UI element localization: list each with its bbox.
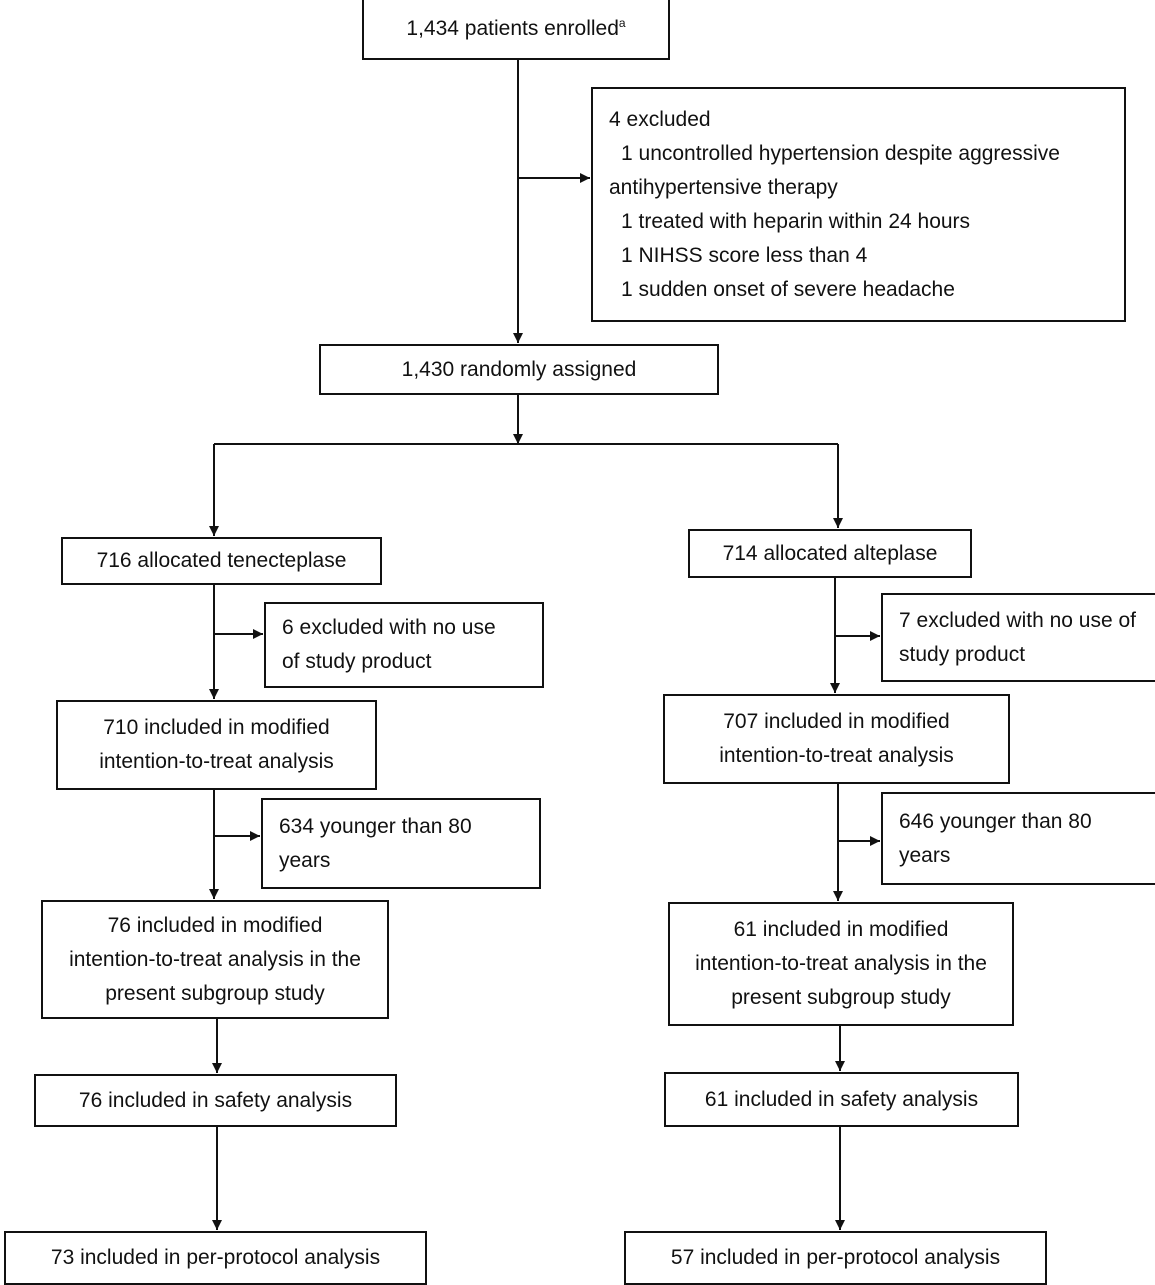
alteplase-mitt-line: intention-to-treat analysis: [719, 744, 954, 767]
tenecteplase-subgroup-box: 76 included in modified intention-to-tre…: [41, 900, 389, 1019]
alteplase-subgroup-line: present subgroup study: [731, 986, 951, 1009]
exclusion-reason: 1 uncontrolled hypertension despite aggr…: [621, 141, 1060, 165]
alteplase-subgroup-line: 61 included in modified: [733, 918, 949, 941]
tenecteplase-mitt-line: intention-to-treat analysis: [99, 750, 334, 773]
exclusion-reason: 1 sudden onset of severe headache: [621, 277, 955, 301]
alteplase-younger-box: 646 younger than 80 years: [881, 792, 1155, 885]
alteplase-per-protocol-box: 57 included in per-protocol analysis: [624, 1231, 1047, 1285]
alteplase-excluded-line: 7 excluded with no use of: [899, 608, 1136, 632]
tenecteplase-excluded-line: 6 excluded with no use: [282, 616, 496, 639]
exclusion-reason: 1 NIHSS score less than 4: [621, 243, 868, 267]
tenecteplase-allocated-label: 716 allocated tenecteplase: [96, 549, 347, 572]
alteplase-allocated-label: 714 allocated alteplase: [722, 541, 938, 565]
exclusion-reason: 1 treated with heparin within 24 hours: [621, 209, 971, 233]
enrolled-box: 1,434 patients enrolleda: [362, 0, 670, 60]
initial-exclusion-box: 4 excluded 1 uncontrolled hypertension d…: [591, 87, 1126, 322]
alteplase-younger-line: years: [899, 843, 951, 867]
enrolled-footnote-marker: a: [618, 16, 626, 30]
alteplase-excluded-line: study product: [899, 642, 1026, 666]
alteplase-excluded-box: 7 excluded with no use of study product: [881, 593, 1155, 682]
tenecteplase-excluded-line: of study product: [282, 650, 432, 673]
tenecteplase-per-protocol-box: 73 included in per-protocol analysis: [4, 1231, 427, 1285]
tenecteplase-safety-box: 76 included in safety analysis: [34, 1074, 397, 1127]
tenecteplase-safety-label: 76 included in safety analysis: [78, 1088, 353, 1112]
tenecteplase-per-protocol-label: 73 included in per-protocol analysis: [50, 1246, 381, 1269]
tenecteplase-excluded-box: 6 excluded with no use of study product: [264, 602, 544, 688]
tenecteplase-subgroup-line: 76 included in modified: [107, 913, 323, 937]
tenecteplase-younger-line: years: [279, 848, 331, 872]
tenecteplase-subgroup-line: present subgroup study: [105, 981, 325, 1005]
alteplase-younger-line: 646 younger than 80: [899, 809, 1092, 833]
alteplase-mitt-box: 707 included in modified intention-to-tr…: [663, 694, 1010, 784]
tenecteplase-subgroup-line: intention-to-treat analysis in the: [69, 947, 361, 971]
alteplase-allocated-box: 714 allocated alteplase: [688, 529, 972, 578]
tenecteplase-younger-box: 634 younger than 80 years: [261, 798, 541, 889]
alteplase-mitt-line: 707 included in modified: [723, 710, 950, 733]
exclusion-reason-continued: antihypertensive therapy: [609, 175, 838, 199]
alteplase-safety-label: 61 included in safety analysis: [704, 1087, 979, 1111]
enrolled-label: 1,434 patients enrolleda: [406, 12, 625, 46]
enrolled-text: 1,434 patients enrolled: [406, 17, 619, 40]
tenecteplase-younger-line: 634 younger than 80: [279, 814, 472, 838]
tenecteplase-allocated-box: 716 allocated tenecteplase: [61, 537, 382, 585]
randomized-label: 1,430 randomly assigned: [401, 357, 637, 381]
alteplase-per-protocol-label: 57 included in per-protocol analysis: [670, 1246, 1001, 1269]
alteplase-subgroup-line: intention-to-treat analysis in the: [695, 952, 987, 975]
alteplase-subgroup-box: 61 included in modified intention-to-tre…: [668, 902, 1014, 1026]
initial-exclusion-title: 4 excluded: [609, 107, 711, 131]
alteplase-safety-box: 61 included in safety analysis: [664, 1072, 1019, 1127]
tenecteplase-mitt-box: 710 included in modified intention-to-tr…: [56, 700, 377, 790]
tenecteplase-mitt-line: 710 included in modified: [103, 716, 330, 739]
randomized-box: 1,430 randomly assigned: [319, 344, 719, 395]
